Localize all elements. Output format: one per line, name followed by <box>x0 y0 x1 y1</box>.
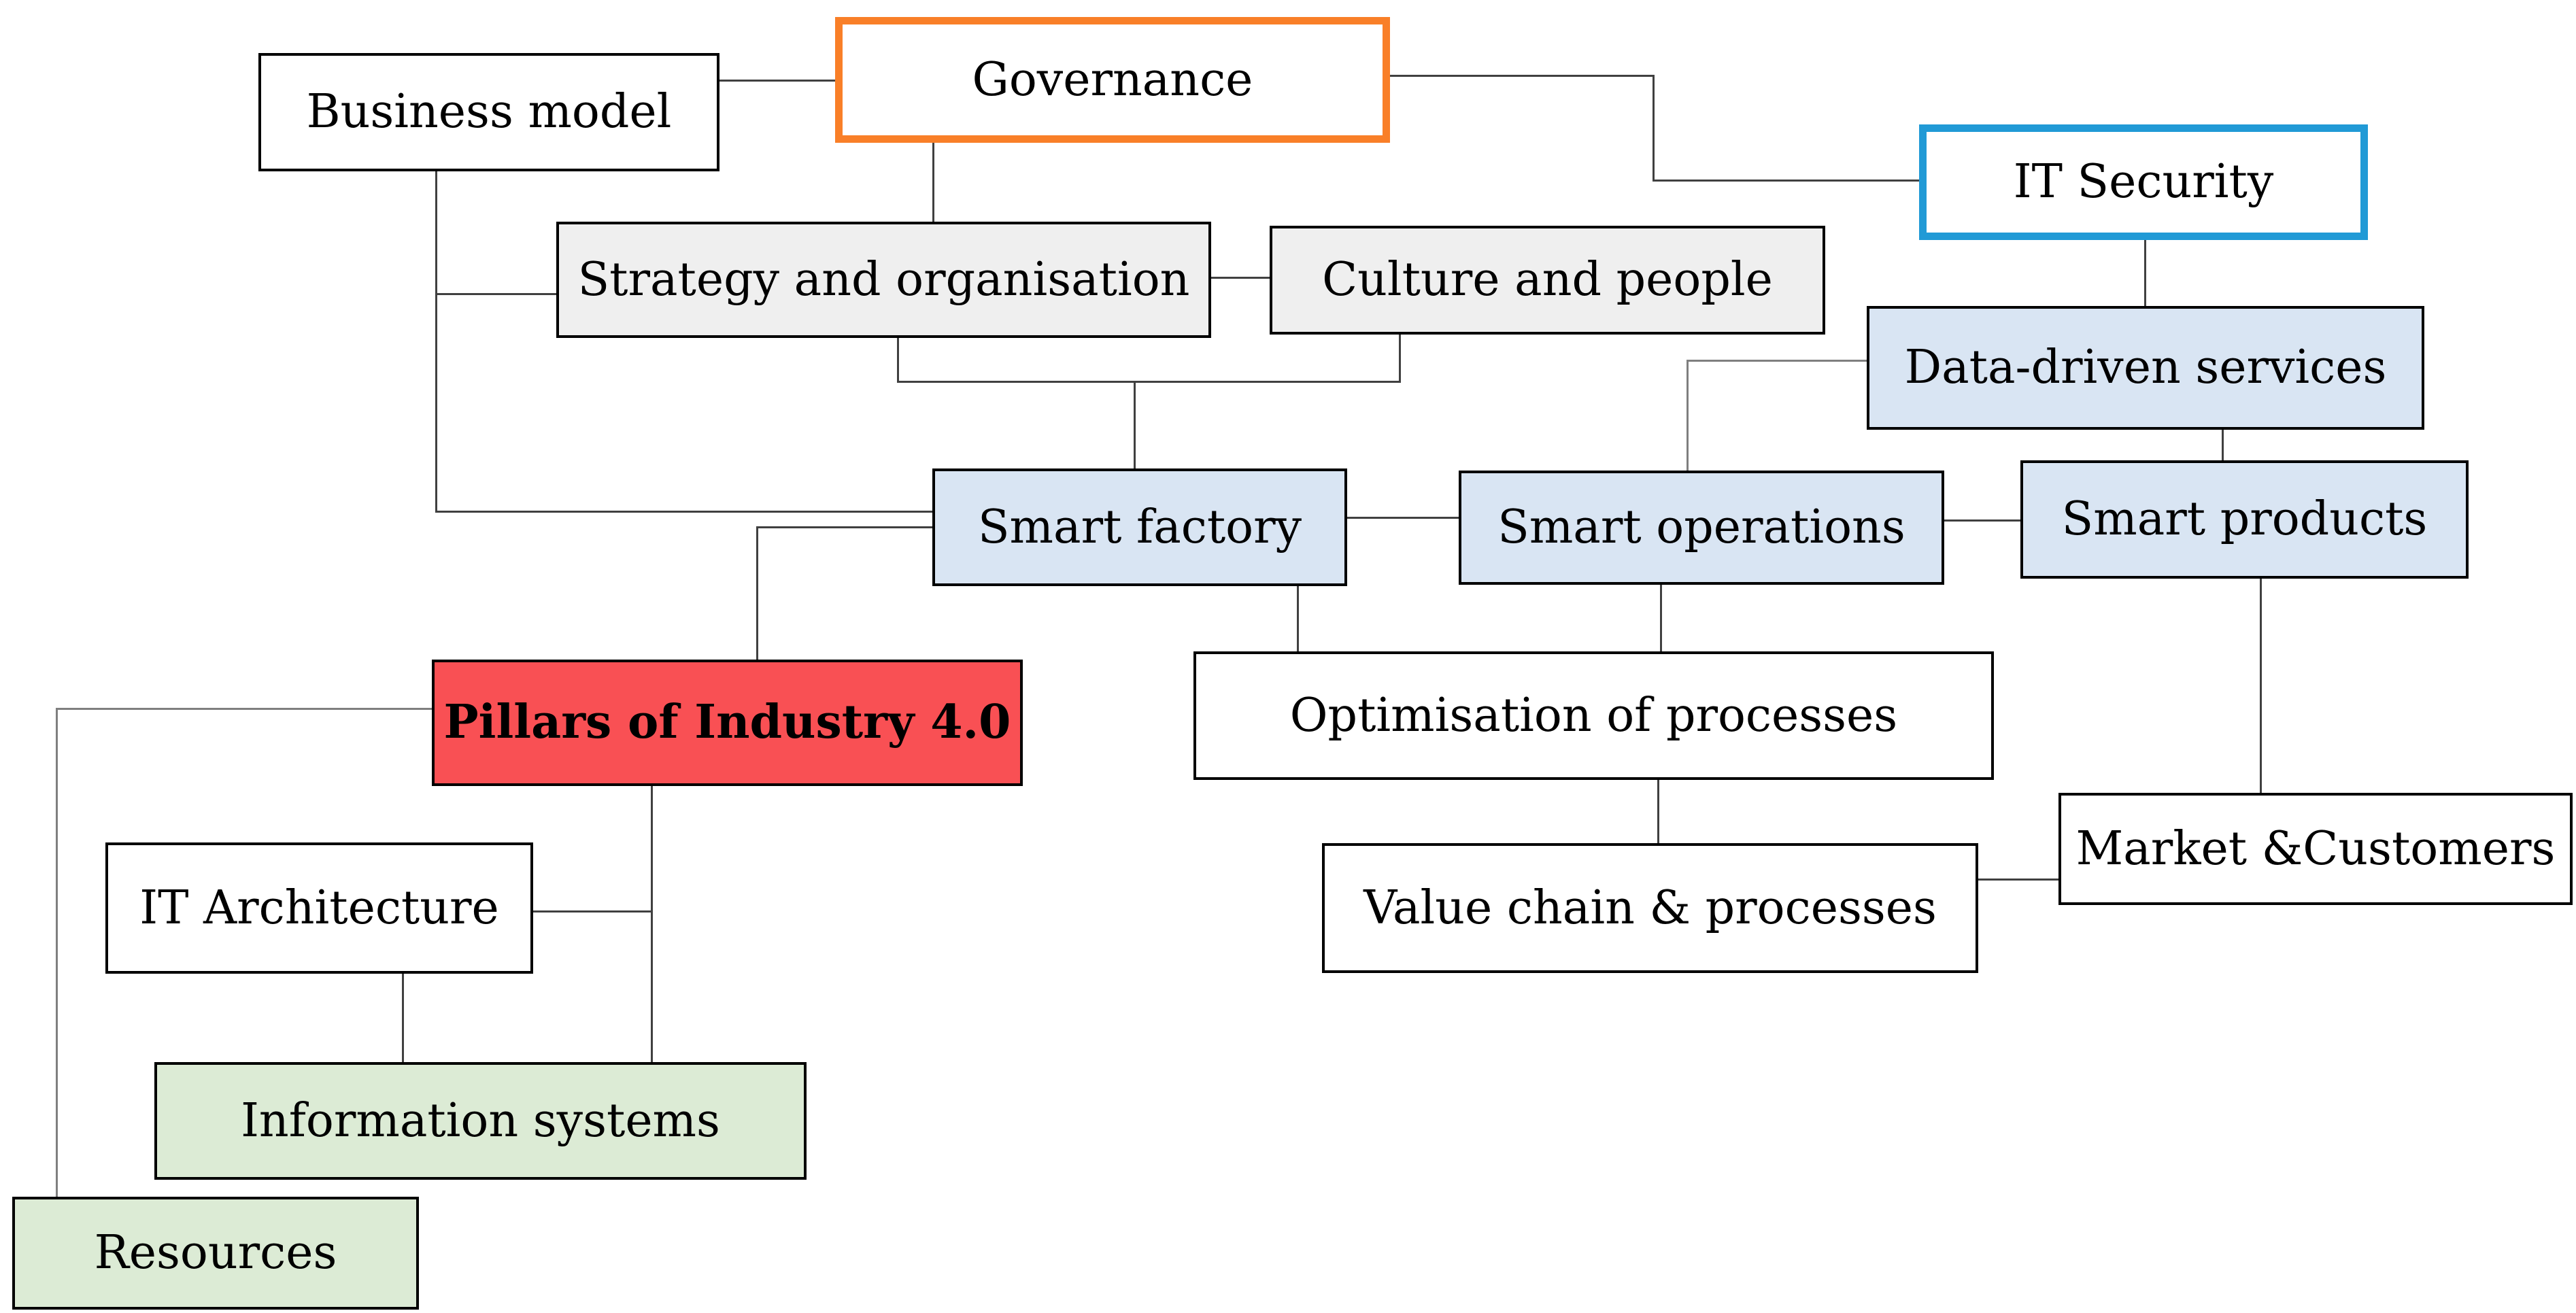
node-value-chain-label: Value chain & processes <box>1363 881 1937 935</box>
node-smart-factory-label: Smart factory <box>977 500 1302 554</box>
node-market-label: Market &Customers <box>2075 821 2556 876</box>
node-it-architecture-label: IT Architecture <box>139 881 499 935</box>
connector-smartfactory-optimisation <box>1297 586 1299 651</box>
node-information-systems-label: Information systems <box>241 1093 720 1148</box>
connector-governance-strategy <box>932 143 934 222</box>
node-pillars-of-industry-40: Pillars of Industry 4.0 <box>432 660 1023 786</box>
connector-itarchitecture-infosystems <box>402 974 404 1062</box>
connector-itsecurity-datadriven <box>2144 240 2146 306</box>
connector-smartops-smartproducts <box>1944 519 2020 522</box>
connector-datadriven-smartops-h <box>1687 360 1867 362</box>
connector-businessmodel-strategy <box>435 293 556 295</box>
node-resources: Resources <box>12 1197 419 1310</box>
node-smart-factory: Smart factory <box>932 468 1347 586</box>
node-it-security: IT Security <box>1919 124 2368 240</box>
connector-smartproducts-market <box>2260 579 2262 793</box>
node-strategy-and-organisation: Strategy and organisation <box>556 222 1211 338</box>
connector-merge-smartfactory <box>1134 381 1136 468</box>
node-optimisation-of-processes: Optimisation of processes <box>1193 651 1994 780</box>
node-business-model: Business model <box>258 53 719 171</box>
connector-valuechain-market <box>1978 879 2058 881</box>
node-it-architecture: IT Architecture <box>105 842 533 974</box>
node-optimisation-label: Optimisation of processes <box>1289 688 1898 743</box>
node-smart-operations-label: Smart operations <box>1497 500 1905 555</box>
connector-pillars-smartfactory-v <box>756 526 758 660</box>
connector-pillars-resources-v <box>56 708 58 1197</box>
connector-datadriven-smartproducts <box>2222 430 2224 460</box>
connector-strategy-culture <box>1211 277 1270 279</box>
connector-businessmodel-drop <box>435 171 437 513</box>
node-culture-label: Culture and people <box>1322 253 1773 307</box>
node-data-driven-label: Data-driven services <box>1904 341 2387 395</box>
connector-governance-itsecurity-v <box>1653 75 1655 182</box>
node-smart-operations: Smart operations <box>1459 471 1944 585</box>
connector-smartops-optimisation <box>1660 585 1662 651</box>
node-pillars-label: Pillars of Industry 4.0 <box>443 695 1011 750</box>
node-culture-and-people: Culture and people <box>1270 226 1825 335</box>
connector-optimisation-valuechain <box>1657 780 1659 843</box>
connector-smartfactory-smartops <box>1347 517 1459 519</box>
connector-itarchitecture-pillars <box>533 910 653 913</box>
node-smart-products-label: Smart products <box>2061 492 2428 547</box>
connector-businessmodel-governance <box>719 80 835 82</box>
connector-governance-itsecurity-h1 <box>1390 75 1655 77</box>
connector-datadriven-smartops-v <box>1687 360 1689 471</box>
node-strategy-label: Strategy and organisation <box>577 252 1190 307</box>
node-market-and-customers: Market &Customers <box>2058 793 2573 905</box>
connector-culture-merge-v <box>1399 335 1401 383</box>
node-smart-products: Smart products <box>2020 460 2469 579</box>
connector-governance-itsecurity-h2 <box>1653 180 1919 182</box>
connector-strategy-merge-v <box>897 338 899 383</box>
connector-merge-h <box>897 381 1401 383</box>
connector-pillars-resources-h <box>56 708 432 710</box>
node-data-driven-services: Data-driven services <box>1867 306 2424 430</box>
node-business-model-label: Business model <box>306 85 672 139</box>
connector-businessmodel-smartfactory <box>435 511 932 513</box>
node-governance-label: Governance <box>972 52 1253 107</box>
node-it-security-label: IT Security <box>2013 155 2274 209</box>
connector-pillars-smartfactory-h <box>756 526 932 528</box>
node-information-systems: Information systems <box>154 1062 807 1180</box>
node-governance: Governance <box>835 17 1390 143</box>
node-value-chain-and-processes: Value chain & processes <box>1322 843 1978 973</box>
connector-pillars-infosystems <box>651 786 653 1062</box>
node-resources-label: Resources <box>94 1226 337 1280</box>
